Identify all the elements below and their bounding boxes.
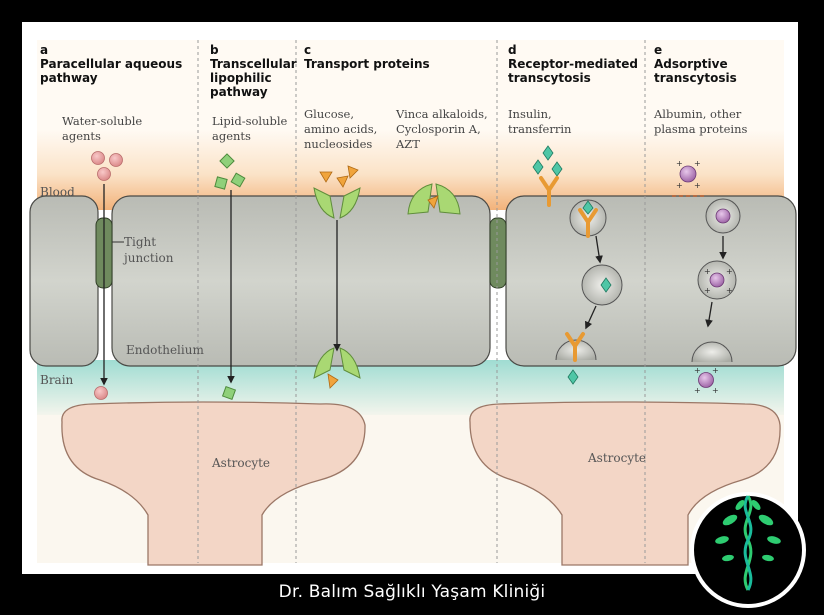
panel-d-title-1: Receptor-mediated [508, 57, 638, 71]
svg-text:+: + [694, 366, 701, 375]
clinic-caption: Dr. Balım Sağlıklı Yaşam Kliniği [278, 582, 546, 602]
svg-text:+: + [712, 366, 719, 375]
astrocyte-label-left: Astrocyte [211, 456, 270, 470]
svg-text:+: + [712, 386, 719, 395]
agent-c-5: Cyclosporin A, [396, 122, 481, 136]
agent-a-2: agents [62, 129, 101, 143]
agent-c-1: Glucose, [304, 107, 354, 121]
agent-e-2: plasma proteins [654, 122, 748, 136]
panel-b-title-1: Transcellular [210, 57, 297, 71]
agent-c-3: nucleosides [304, 137, 372, 151]
panel-c-title-1: Transport proteins [304, 57, 430, 71]
blood-label: Blood [40, 185, 75, 199]
svg-text:+: + [726, 267, 733, 276]
agent-b-2: agents [212, 129, 251, 143]
agent-c-2: amino acids, [304, 122, 377, 136]
agent-b-1: Lipid-soluble [212, 114, 288, 128]
svg-text:+: + [694, 159, 701, 168]
tight-junction-right [489, 217, 507, 289]
astrocyte-right [469, 401, 781, 566]
endothelium-label: Endothelium [126, 343, 204, 357]
panel-d-title-2: transcytosis [508, 71, 591, 85]
adsorptive-exocytosis [691, 341, 733, 363]
svg-text:+: + [694, 386, 701, 395]
panel-b-letter: b [210, 43, 219, 57]
transporter-bottom [313, 347, 361, 389]
agent-a-1: Water-soluble [62, 114, 142, 128]
transporter-top-1 [313, 165, 361, 219]
svg-text:+: + [694, 181, 701, 190]
svg-text:+: + [704, 286, 711, 295]
panel-a-letter: a [40, 43, 48, 57]
endothelial-cell-right [505, 195, 797, 367]
panel-e-title-2: transcytosis [654, 71, 737, 85]
panel-b-title-3: pathway [210, 85, 268, 99]
agent-d-2: transferrin [508, 122, 572, 136]
agent-c-4: Vinca alkaloids, [395, 107, 488, 121]
receptor-top [539, 176, 559, 207]
efflux-transporter [407, 183, 461, 215]
svg-text:+: + [704, 267, 711, 276]
endothelial-cell-left-edge [29, 195, 99, 367]
astrocyte-label-right: Astrocyte [587, 451, 646, 465]
plasma-protein-brain: + + + + [694, 366, 719, 395]
agent-d-1: Insulin, [508, 107, 552, 121]
svg-text:+: + [676, 159, 683, 168]
tight-junction-label-1: Tight [124, 235, 156, 249]
tree-dna-logo-icon [690, 492, 806, 608]
water-soluble-molecules [91, 151, 123, 400]
insulin-ligands [532, 145, 563, 177]
astrocyte-left [61, 401, 366, 566]
agent-e-1: Albumin, other [653, 107, 742, 121]
panel-c-letter: c [304, 43, 311, 57]
svg-text:+: + [676, 181, 683, 190]
panel-e-letter: e [654, 43, 662, 57]
panel-a-title-1: Paracellular aqueous [40, 57, 182, 71]
tight-junction-label-2: junction [122, 251, 174, 265]
plasma-protein-blood: + + + + [676, 159, 701, 190]
lipid-soluble-molecules [214, 153, 246, 401]
endothelial-cell-middle [111, 195, 491, 367]
svg-text:+: + [726, 286, 733, 295]
panel-d-letter: d [508, 43, 517, 57]
brain-label: Brain [40, 373, 74, 387]
panel-b-title-2: lipophilic [210, 71, 272, 85]
panel-a-title-2: pathway [40, 71, 98, 85]
agent-c-6: AZT [395, 137, 420, 151]
panel-e-title-1: Adsorptive [654, 57, 728, 71]
